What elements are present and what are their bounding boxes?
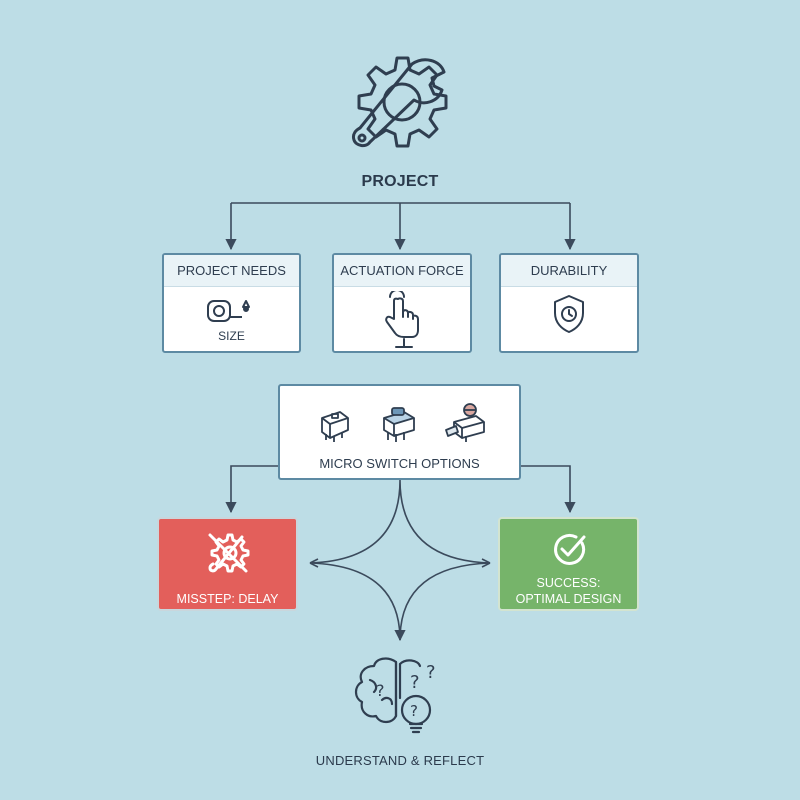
crossed-gear-wrench-icon [208,533,250,573]
outcome-failure-box: MISSTEP: DELAY [157,517,298,611]
brain-question-icon: ? ? ? ? [354,657,436,734]
criteria-card-title: PROJECT NEEDS [164,255,299,287]
outcome-failure-label: MISSTEP: DELAY [176,592,279,606]
gear-wrench-icon [352,56,448,148]
tape-measure-icon [207,300,250,322]
outcome-success-label-line1: SUCCESS: [536,576,601,590]
shield-clock-icon [554,295,584,333]
criteria-card-caption: SIZE [218,329,245,343]
criteria-card-project-needs: PROJECT NEEDS SIZE [162,253,301,353]
check-circle-icon [554,533,586,565]
outcome-success-box: SUCCESS: OPTIMAL DESIGN [498,517,639,611]
svg-text:?: ? [376,681,385,700]
svg-text:?: ? [410,702,418,720]
lever-switch-icon [445,403,485,442]
micro-switch-options-box: MICRO SWITCH OPTIONS [278,384,521,480]
criteria-card-title: DURABILITY [501,255,637,287]
understand-reflect-label: UNDERSTAND & REFLECT [315,753,485,768]
criteria-card-title: ACTUATION FORCE [334,255,470,287]
roller-lever-switch-icon [383,407,415,442]
outcome-success-label-line2: OPTIMAL DESIGN [515,592,622,606]
svg-text:?: ? [410,672,420,693]
criteria-card-durability: DURABILITY [499,253,639,353]
basic-switch-icon [321,411,349,442]
project-label: PROJECT [361,173,439,190]
svg-text:?: ? [426,662,436,683]
pointing-hand-icon [385,291,419,348]
micro-switch-options-label: MICRO SWITCH OPTIONS [319,456,480,471]
criteria-card-actuation-force: ACTUATION FORCE [332,253,472,353]
